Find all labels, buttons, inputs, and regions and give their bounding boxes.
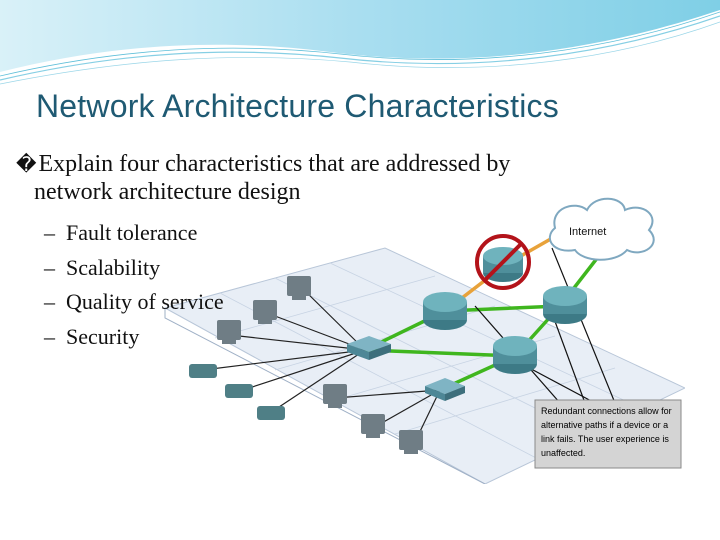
bullet-marker: � [16,152,37,176]
callout-line4: unaffected. [541,448,585,458]
slide-title: Network Architecture Characteristics [36,88,559,124]
list-item-label: Scalability [66,254,161,280]
list-item-label: Quality of service [66,289,224,314]
header-wave-decoration [0,0,720,85]
bullet-text-line1: Explain four characteristics that are ad… [38,151,511,177]
router-icon [543,286,587,324]
internet-cloud: Internet [548,197,655,261]
main-bullet: �Explain four characteristics that are a… [16,150,616,206]
router-icon [493,336,537,374]
list-item: –Quality of service [44,289,224,314]
characteristics-list: –Fault tolerance –Scalability –Quality o… [44,216,224,354]
internet-label: Internet [569,226,606,238]
callout-line3: link fails. The user experience is [541,434,669,444]
prohibited-icon [475,234,531,290]
list-item-label: Fault tolerance [66,220,198,245]
router-icon [423,292,467,330]
pc-icons [217,276,423,454]
switch-icon [425,378,465,401]
list-item: –Security [44,323,140,349]
failed-router-icon [475,234,531,290]
list-item: –Scalability [44,254,161,280]
callout-line2: alternative paths if a device or a [541,420,668,430]
callout-line1: Redundant connections allow for [541,406,672,416]
list-item-label: Security [66,323,140,349]
network-diagram: Internet [163,197,685,484]
ip-phone-icons [189,364,285,420]
list-item: –Fault tolerance [44,220,198,245]
callout-box: Redundant connections allow for alternat… [534,399,682,469]
bullet-text-line2: network architecture design [34,179,301,205]
switch-icon [347,336,391,360]
